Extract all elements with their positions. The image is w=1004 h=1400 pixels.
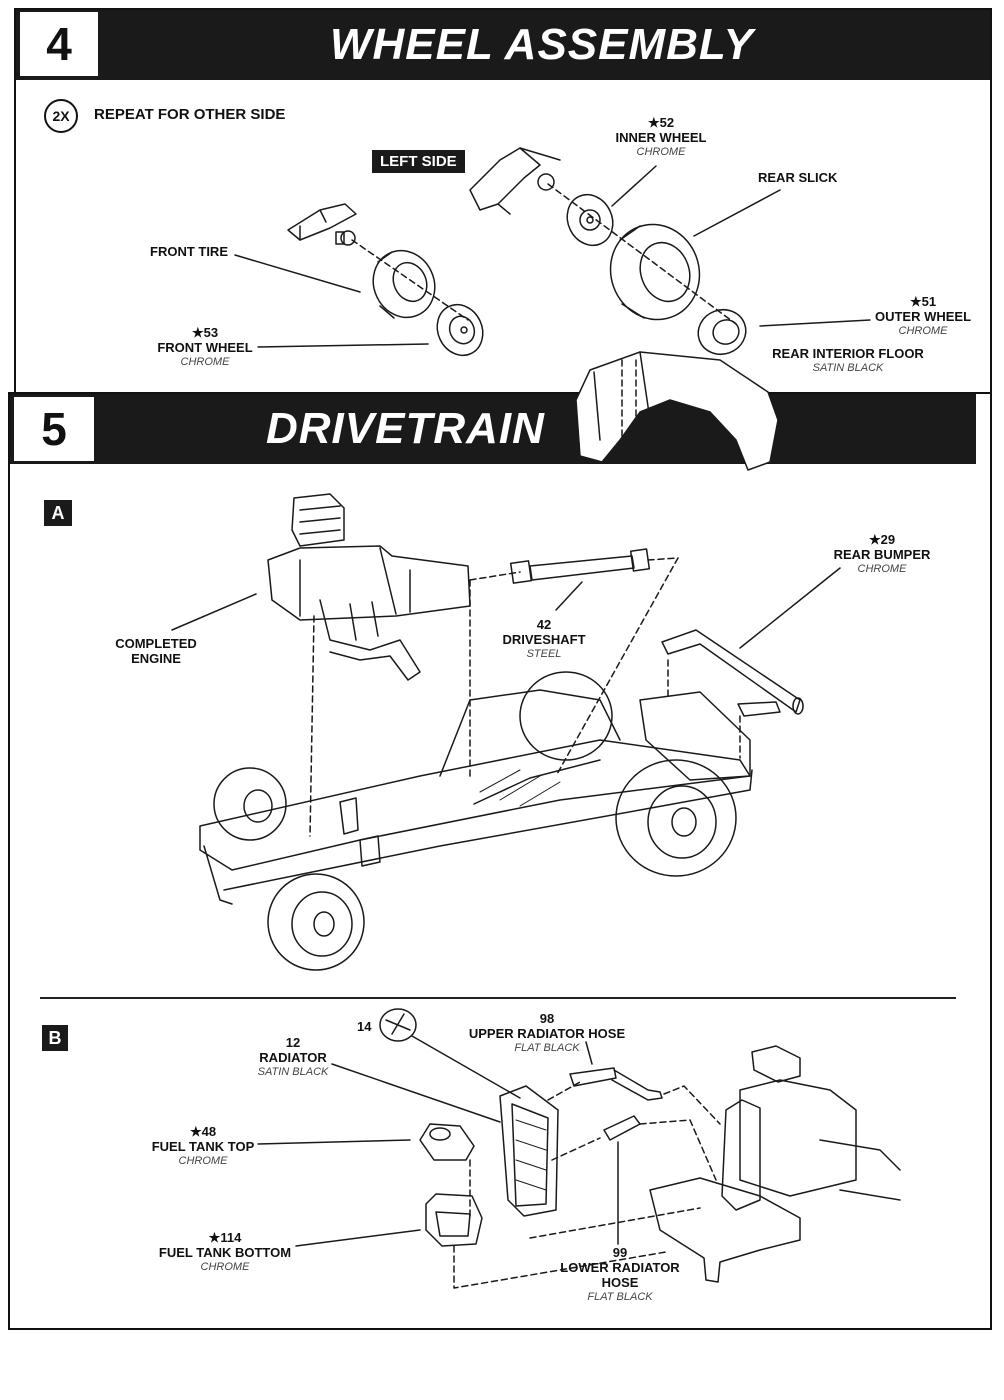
left-side-tag: LEFT SIDE bbox=[372, 150, 465, 173]
repeat-badge: 2X bbox=[44, 99, 78, 133]
sub-step-divider bbox=[40, 997, 956, 999]
front-wheel-number: ★53 bbox=[191, 325, 219, 340]
step5-number: 5 bbox=[14, 397, 94, 461]
rear-interior-floor-finish: SATIN BLACK bbox=[812, 362, 884, 374]
fuel-tank-bottom-finish: CHROME bbox=[200, 1261, 250, 1273]
label-lower-radiator-hose: 99 LOWER RADIATOR HOSE FLAT BLACK bbox=[558, 1245, 682, 1305]
upper-radiator-hose-finish: FLAT BLACK bbox=[514, 1042, 580, 1054]
step5-frame bbox=[8, 392, 992, 1330]
radiator-finish: SATIN BLACK bbox=[257, 1066, 329, 1078]
label-part-14: 14 bbox=[357, 1019, 372, 1034]
outer-wheel-finish: CHROME bbox=[898, 325, 948, 337]
label-front-wheel: ★53 FRONT WHEEL CHROME bbox=[156, 325, 254, 370]
repeat-badge-text: 2X bbox=[52, 108, 70, 124]
front-wheel-finish: CHROME bbox=[180, 356, 230, 368]
step4-number: 4 bbox=[20, 12, 98, 76]
step4-title: WHEEL ASSEMBLY bbox=[330, 20, 754, 69]
inner-wheel-name: INNER WHEEL bbox=[615, 130, 707, 145]
driveshaft-name: DRIVESHAFT bbox=[502, 632, 586, 647]
outer-wheel-name: OUTER WHEEL bbox=[874, 309, 972, 324]
lower-radiator-hose-number: 99 bbox=[612, 1245, 628, 1260]
sub-step-b-badge: B bbox=[42, 1025, 68, 1051]
fuel-tank-bottom-number: ★114 bbox=[208, 1230, 242, 1245]
sub-step-a-badge: A bbox=[44, 500, 72, 526]
driveshaft-finish: STEEL bbox=[526, 648, 562, 660]
label-outer-wheel: ★51 OUTER WHEEL CHROME bbox=[872, 294, 974, 339]
upper-radiator-hose-name: UPPER RADIATOR HOSE bbox=[468, 1026, 626, 1041]
step4-header bbox=[16, 10, 990, 80]
label-front-tire: FRONT TIRE bbox=[150, 244, 228, 259]
label-completed-engine: COMPLETED ENGINE bbox=[110, 636, 202, 666]
radiator-number: 12 bbox=[285, 1035, 301, 1050]
lower-radiator-hose-name-1: LOWER RADIATOR bbox=[560, 1260, 680, 1275]
label-fuel-tank-bottom: ★114 FUEL TANK BOTTOM CHROME bbox=[158, 1230, 292, 1275]
radiator-name: RADIATOR bbox=[259, 1050, 327, 1065]
rear-bumper-finish: CHROME bbox=[857, 563, 907, 575]
lower-radiator-hose-name-2: HOSE bbox=[601, 1275, 639, 1290]
label-rear-slick: REAR SLICK bbox=[758, 170, 838, 185]
lower-radiator-hose-finish: FLAT BLACK bbox=[587, 1291, 653, 1303]
outer-wheel-number: ★51 bbox=[909, 294, 937, 309]
fuel-tank-top-finish: CHROME bbox=[178, 1155, 228, 1167]
completed-engine-line1: COMPLETED bbox=[115, 636, 197, 651]
label-driveshaft: 42 DRIVESHAFT STEEL bbox=[494, 617, 594, 662]
upper-radiator-hose-number: 98 bbox=[539, 1011, 555, 1026]
label-inner-wheel: ★52 INNER WHEEL CHROME bbox=[612, 115, 710, 160]
fuel-tank-top-number: ★48 bbox=[189, 1124, 217, 1139]
label-upper-radiator-hose: 98 UPPER RADIATOR HOSE FLAT BLACK bbox=[468, 1011, 626, 1056]
repeat-instruction: REPEAT FOR OTHER SIDE bbox=[94, 106, 286, 123]
fuel-tank-bottom-name: FUEL TANK BOTTOM bbox=[158, 1245, 292, 1260]
label-fuel-tank-top: ★48 FUEL TANK TOP CHROME bbox=[150, 1124, 256, 1169]
completed-engine-line2: ENGINE bbox=[131, 651, 181, 666]
rear-interior-floor-name: REAR INTERIOR FLOOR bbox=[772, 346, 924, 361]
driveshaft-number: 42 bbox=[536, 617, 552, 632]
label-rear-interior-floor: REAR INTERIOR FLOOR SATIN BLACK bbox=[772, 346, 924, 376]
label-rear-bumper: ★29 REAR BUMPER CHROME bbox=[832, 532, 932, 577]
fuel-tank-top-name: FUEL TANK TOP bbox=[151, 1139, 255, 1154]
rear-bumper-name: REAR BUMPER bbox=[833, 547, 931, 562]
label-radiator: 12 RADIATOR SATIN BLACK bbox=[252, 1035, 334, 1080]
step5-header bbox=[10, 394, 976, 464]
front-wheel-name: FRONT WHEEL bbox=[157, 340, 253, 355]
inner-wheel-finish: CHROME bbox=[636, 146, 686, 158]
inner-wheel-number: ★52 bbox=[647, 115, 675, 130]
step5-title: DRIVETRAIN bbox=[266, 404, 545, 453]
rear-bumper-number: ★29 bbox=[868, 532, 896, 547]
